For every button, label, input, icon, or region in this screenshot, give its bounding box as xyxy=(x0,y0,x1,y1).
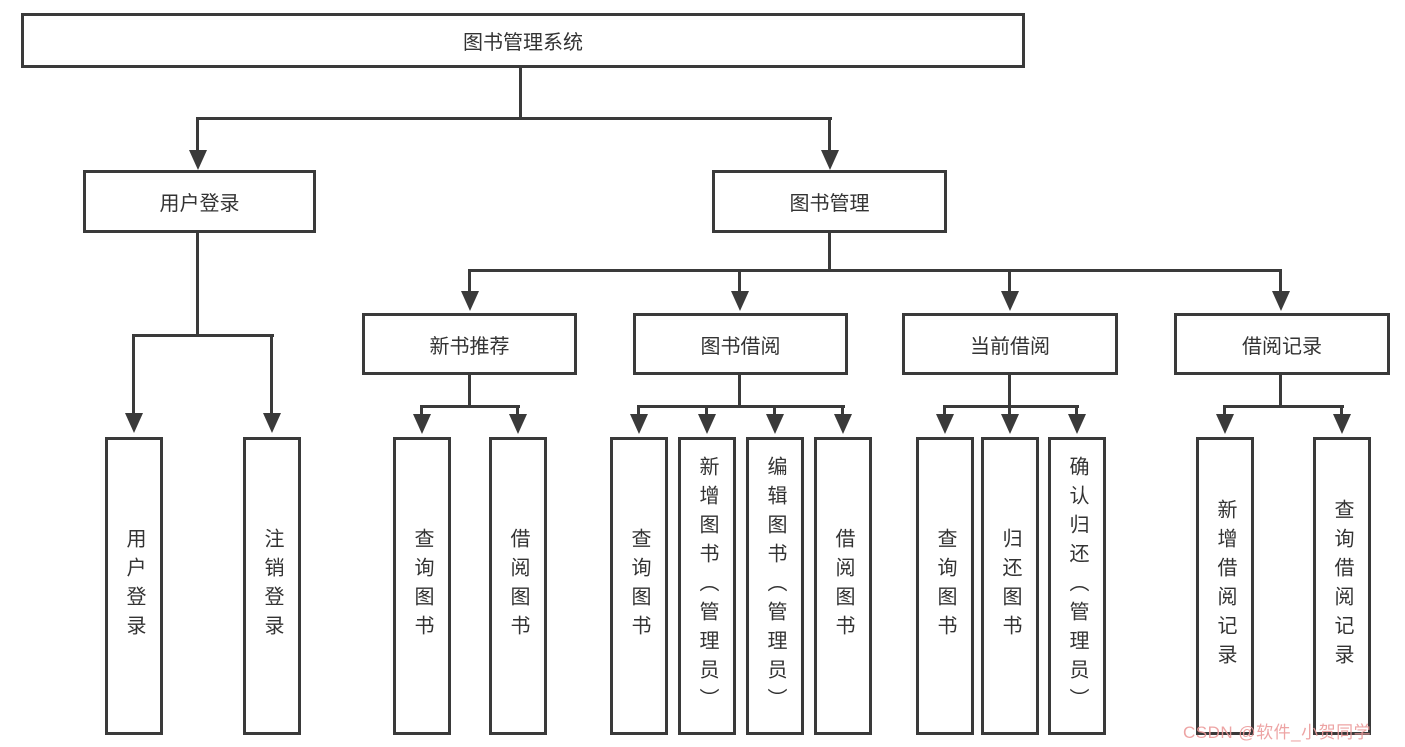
edge-to-borrow-records xyxy=(1279,269,1282,293)
arrowhead-bb-leaf4 xyxy=(834,414,852,434)
edge-level1-bus xyxy=(196,117,832,120)
edge-cb-leaf3 xyxy=(1075,405,1078,416)
node-label: 新增图书（管理员） xyxy=(696,455,718,717)
node-label: 查询图书 xyxy=(628,528,650,644)
edge-cb-leaf2 xyxy=(1008,405,1011,416)
node-label: 注销登录 xyxy=(261,528,283,644)
leaf-user-login: 用户登录 xyxy=(105,437,163,735)
node-label: 用户登录 xyxy=(159,193,240,215)
arrowhead-cb-leaf1 xyxy=(936,414,954,434)
arrowhead-bb-leaf3 xyxy=(766,414,784,434)
node-label: 查询图书 xyxy=(411,528,433,644)
arrowhead-book-mgmt xyxy=(821,150,839,170)
edge-to-book-borrow xyxy=(738,269,741,293)
edge-bb-leaf4 xyxy=(841,405,844,416)
leaf-bb-borrow-books: 借阅图书 xyxy=(814,437,872,735)
leaf-br-add-record: 新增借阅记录 xyxy=(1196,437,1254,735)
node-label: 编辑图书（管理员） xyxy=(764,455,786,717)
arrowhead-current-borrow xyxy=(1001,291,1019,311)
edge-cb-drop xyxy=(1008,375,1011,408)
edge-br-leaf1 xyxy=(1223,405,1226,416)
edge-cb-leaf1 xyxy=(943,405,946,416)
arrowhead-login-leaf xyxy=(125,413,143,433)
edge-user-login-drop xyxy=(196,233,199,336)
edge-book-mgmt-drop xyxy=(828,233,831,272)
edge-nbr-bus xyxy=(421,405,520,408)
node-user-login: 用户登录 xyxy=(83,170,316,233)
node-label: 归还图书 xyxy=(999,528,1021,644)
leaf-bb-query-books: 查询图书 xyxy=(610,437,668,735)
edge-bb-bus xyxy=(638,405,845,408)
edge-cb-bus xyxy=(943,405,1079,408)
edge-root-drop xyxy=(519,68,522,119)
arrowhead-book-borrow xyxy=(731,291,749,311)
node-label: 借阅图书 xyxy=(507,528,529,644)
node-label: 新书推荐 xyxy=(429,335,510,358)
node-book-borrowing: 图书借阅 xyxy=(633,313,848,375)
leaf-logout: 注销登录 xyxy=(243,437,301,735)
edge-user-login-bus xyxy=(132,334,274,337)
edge-br-bus xyxy=(1223,405,1344,408)
edge-br-drop xyxy=(1279,375,1282,408)
arrowhead-new-book-rec xyxy=(461,291,479,311)
edge-to-user-login xyxy=(196,117,199,151)
node-label: 图书管理 xyxy=(789,193,870,215)
edge-to-book-mgmt xyxy=(828,117,831,151)
csdn-watermark: CSDN @软件_小贺同学 xyxy=(1183,723,1372,742)
arrowhead-cb-leaf2 xyxy=(1001,414,1019,434)
node-label: 新增借阅记录 xyxy=(1214,499,1236,673)
node-book-management: 图书管理 xyxy=(712,170,947,233)
leaf-cb-return-books: 归还图书 xyxy=(981,437,1039,735)
edge-nbr-leaf1 xyxy=(420,405,423,416)
node-library-management-system: 图书管理系统 xyxy=(21,13,1025,68)
node-label: 查询图书 xyxy=(934,528,956,644)
node-label: 用户登录 xyxy=(123,528,145,644)
arrowhead-logout-leaf xyxy=(263,413,281,433)
edge-bb-leaf3 xyxy=(773,405,776,416)
edge-bb-leaf1 xyxy=(637,405,640,416)
node-label: 借阅记录 xyxy=(1242,335,1322,358)
arrowhead-br-leaf1 xyxy=(1216,414,1234,434)
node-label: 图书借阅 xyxy=(700,335,781,358)
leaf-nbr-borrow-books: 借阅图书 xyxy=(489,437,547,735)
node-label: 图书管理系统 xyxy=(463,32,583,54)
leaf-cb-confirm-return-admin: 确认归还（管理员） xyxy=(1048,437,1106,735)
arrowhead-bb-leaf1 xyxy=(630,414,648,434)
edge-book-mgmt-bus xyxy=(468,269,1282,272)
node-new-book-recommend: 新书推荐 xyxy=(362,313,577,375)
edge-nbr-drop xyxy=(468,375,471,408)
arrowhead-nbr-leaf1 xyxy=(413,414,431,434)
node-label: 当前借阅 xyxy=(970,335,1050,358)
arrowhead-br-leaf2 xyxy=(1333,414,1351,434)
arrowhead-bb-leaf2 xyxy=(698,414,716,434)
arrowhead-user-login xyxy=(189,150,207,170)
leaf-br-query-record: 查询借阅记录 xyxy=(1313,437,1371,735)
arrowhead-nbr-leaf2 xyxy=(509,414,527,434)
edge-bb-leaf2 xyxy=(705,405,708,416)
edge-to-logout-leaf xyxy=(270,334,273,413)
leaf-cb-query-books: 查询图书 xyxy=(916,437,974,735)
arrowhead-cb-leaf3 xyxy=(1068,414,1086,434)
edge-to-login-leaf xyxy=(132,334,135,413)
node-borrowing-records: 借阅记录 xyxy=(1174,313,1390,375)
node-label: 借阅图书 xyxy=(832,528,854,644)
edge-to-current-borrow xyxy=(1008,269,1011,293)
node-current-borrowing: 当前借阅 xyxy=(902,313,1118,375)
edge-bb-drop xyxy=(738,375,741,408)
leaf-bb-edit-books-admin: 编辑图书（管理员） xyxy=(746,437,804,735)
node-label: 确认归还（管理员） xyxy=(1066,455,1088,717)
node-label: 查询借阅记录 xyxy=(1331,499,1353,673)
leaf-bb-add-books-admin: 新增图书（管理员） xyxy=(678,437,736,735)
leaf-nbr-query-books: 查询图书 xyxy=(393,437,451,735)
arrowhead-borrow-records xyxy=(1272,291,1290,311)
edge-nbr-leaf2 xyxy=(516,405,519,416)
edge-br-leaf2 xyxy=(1340,405,1343,416)
edge-to-new-book-rec xyxy=(468,269,471,293)
